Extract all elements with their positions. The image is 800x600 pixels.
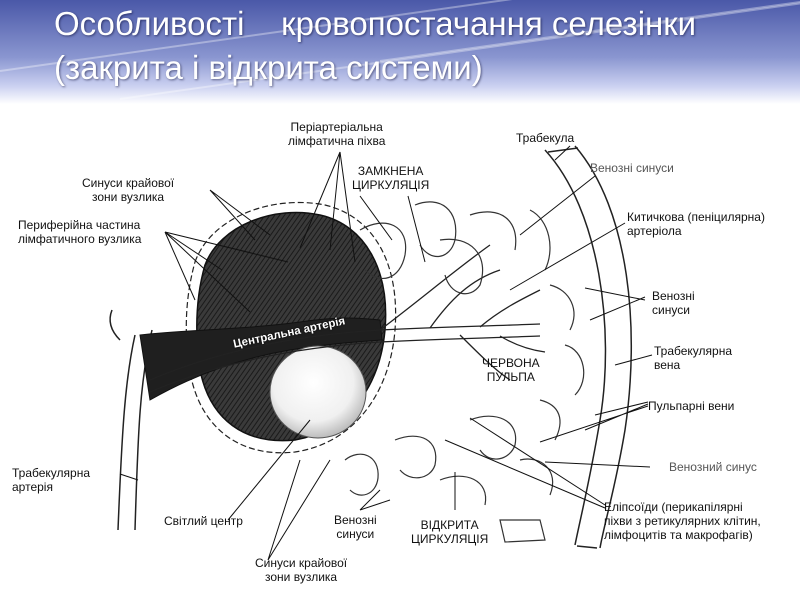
venous-sinuses-bottom-line-1: Венозні (334, 513, 377, 527)
label-marginal-sinuses-bottom: Синуси крайової зони вузлика (255, 556, 347, 584)
label-trabecula: Трабекула (516, 131, 575, 145)
label-red-pulp: ЧЕРВОНА ПУЛЬПА (482, 356, 540, 384)
marginal-sinuses-bottom-line-2: зони вузлика (265, 570, 338, 584)
label-ellipsoids: Еліпсоїди (перикапілярні піхви з ретикул… (604, 500, 761, 542)
venous-sinuses-right-line-1: Венозні (652, 289, 695, 303)
marginal-sinuses-top-line-1: Синуси крайової (82, 176, 175, 190)
label-pulp-veins: Пульпарні вени (648, 399, 735, 413)
label-venous-sinuses-bottom: Венозні синуси (334, 513, 377, 541)
penicillar-arteriole-line-1: Китичкова (пеніцилярна) (627, 210, 765, 224)
ellipsoids-line-1: Еліпсоїди (перикапілярні (604, 500, 743, 514)
penicillar-arteriole-line-2: артеріола (627, 224, 682, 238)
label-venous-sinuses-top: Венозні синуси (590, 161, 674, 175)
trabecular-artery-line-2: артерія (12, 480, 53, 494)
trabecular-artery-line-1: Трабекулярна (12, 466, 91, 480)
label-marginal-sinuses-top: Синуси крайової зони вузлика (82, 176, 174, 204)
spleen-blood-supply-diagram (109, 145, 653, 561)
germinal-center (269, 345, 367, 439)
peripheral-part-line-1: Периферійна частина (18, 218, 141, 232)
periarterial-line-1: Періартеріальна (290, 120, 383, 134)
central-artery (149, 244, 546, 393)
peripheral-part-line-2: лімфатичного вузлика (18, 232, 142, 246)
open-circulation-line-2: ЦИРКУЛЯЦІЯ (411, 532, 489, 546)
slide-title: Особливості кровопостачання селезінки (з… (54, 2, 696, 90)
marginal-zone-ring (185, 201, 397, 454)
venous-sinuses (344, 201, 585, 543)
pointer-lines (119, 145, 653, 561)
trabecular-vein-line-1: Трабекулярна (654, 344, 733, 358)
marginal-sinuses-top-line-2: зони вузлика (92, 190, 165, 204)
label-closed-circulation: ЗАМКНЕНА ЦИРКУЛЯЦІЯ (352, 164, 429, 192)
title-line-2: (закрита і відкрита системи) (54, 49, 483, 86)
capsule-trabecula (544, 145, 633, 549)
ellipsoids-line-3: лімфоцитів та макрофагів) (604, 528, 753, 542)
label-venous-sinuses-right: Венозні синуси (652, 289, 695, 317)
label-trabecular-vein: Трабекулярна вена (654, 344, 732, 372)
periarterial-line-2: лімфатична піхва (288, 134, 386, 148)
red-pulp-line-2: ПУЛЬПА (486, 370, 535, 384)
label-open-circulation: ВІДКРИТА ЦИРКУЛЯЦІЯ (411, 518, 488, 546)
label-penicillar-arteriole: Китичкова (пеніцилярна) артеріола (627, 210, 765, 238)
label-peripheral-part: Периферійна частина лімфатичного вузлика (18, 218, 141, 246)
label-periarterial-sheath: Періартеріальна лімфатична піхва (288, 120, 385, 148)
ellipsoids-line-2: піхви з ретикулярних клітин, (604, 514, 761, 528)
closed-circulation-line-2: ЦИРКУЛЯЦІЯ (352, 178, 430, 192)
title-banner: Особливості кровопостачання селезінки (з… (0, 0, 800, 104)
title-line-1: Особливості кровопостачання селезінки (54, 5, 697, 42)
red-pulp-line-1: ЧЕРВОНА (482, 356, 540, 370)
closed-circulation-line-1: ЗАМКНЕНА (357, 164, 424, 178)
open-circulation-line-1: ВІДКРИТА (420, 518, 479, 532)
venous-sinuses-bottom-line-2: синуси (336, 527, 375, 541)
trabecular-vein-line-2: вена (654, 358, 681, 372)
label-venous-sinus: Венозний синус (669, 460, 757, 474)
label-germinal-center: Світлий центр (164, 514, 243, 528)
marginal-sinuses-bottom-line-1: Синуси крайової (255, 556, 348, 570)
label-trabecular-artery: Трабекулярна артерія (12, 466, 90, 494)
venous-sinuses-right-line-2: синуси (652, 303, 690, 317)
